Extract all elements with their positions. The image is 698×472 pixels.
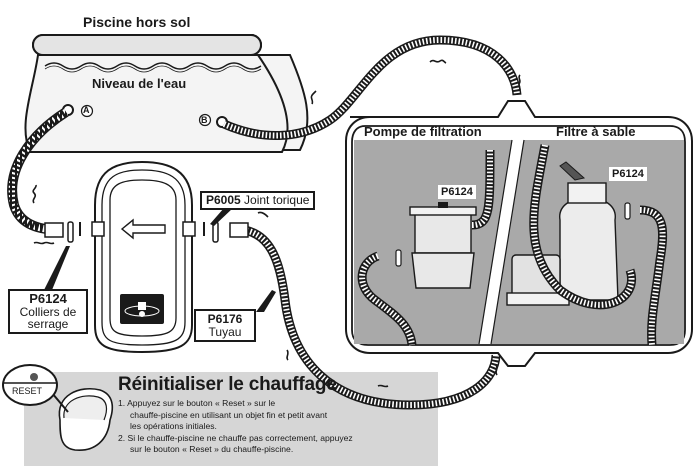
cartridge-filter-pump (357, 149, 495, 346)
outlet-b-label: B (201, 115, 208, 125)
filtration-panel (345, 100, 693, 367)
reset-steps: 1. Appuyez sur le bouton « Reset » sur l… (118, 398, 353, 456)
inlet-a-label: A (83, 105, 90, 115)
clamps-name-line2: serrage (27, 317, 69, 332)
hose-part-name: Tuyau (208, 324, 242, 339)
reset-magnifier-circle (2, 364, 58, 406)
sand-filter-title: Filtre à sable (556, 124, 636, 139)
sand-filter-clamp-tag: P6124 (609, 167, 647, 181)
reset-step1-line2: chauffe-piscine en utilisant un objet fi… (130, 409, 328, 420)
water-level-label: Niveau de l'eau (92, 76, 187, 91)
sand-filter (506, 144, 668, 346)
flow-squiggles (32, 59, 521, 388)
hose-callout: P6176 Tuyau (194, 309, 256, 343)
reset-illustration (2, 364, 114, 451)
clamp-left (67, 221, 74, 243)
flow-direction-arrow (120, 218, 166, 240)
oring-part-name: Joint torique (244, 193, 310, 207)
oring-callout: P6005 Joint torique (200, 191, 316, 210)
reset-title: Réinitialiser le chauffage (118, 374, 337, 395)
pump-clamp-tag: P6124 (438, 185, 476, 199)
clamps-callout: P6124 Colliers de serrage (8, 289, 88, 334)
oring-part-number: P6005 (206, 193, 241, 207)
reset-step2-line1: 2. Si le chauffe-piscine ne chauffe pas … (118, 432, 353, 443)
hoses (7, 35, 522, 410)
callout-pointers (44, 208, 276, 312)
pool-heater (91, 160, 196, 354)
reset-step1-line3: les opérations initiales. (130, 421, 217, 431)
water-level-wave (44, 62, 262, 70)
hose-part-number: P6176 (207, 312, 243, 326)
left-hose-connection (44, 221, 81, 243)
clamps-part-number: P6124 (29, 291, 67, 306)
filter-pump-title: Pompe de filtration (364, 124, 482, 139)
clamps-name-line1: Colliers de (19, 304, 77, 319)
right-hose-connection (203, 221, 249, 243)
reset-icon-label: RESET (12, 386, 43, 396)
reset-step1-line1: 1. Appuyez sur le bouton « Reset » sur l… (118, 398, 276, 408)
pool-title: Piscine hors sol (83, 14, 191, 30)
reset-step2-line2: sur le bouton « Reset » du chauffe-pisci… (130, 444, 294, 454)
